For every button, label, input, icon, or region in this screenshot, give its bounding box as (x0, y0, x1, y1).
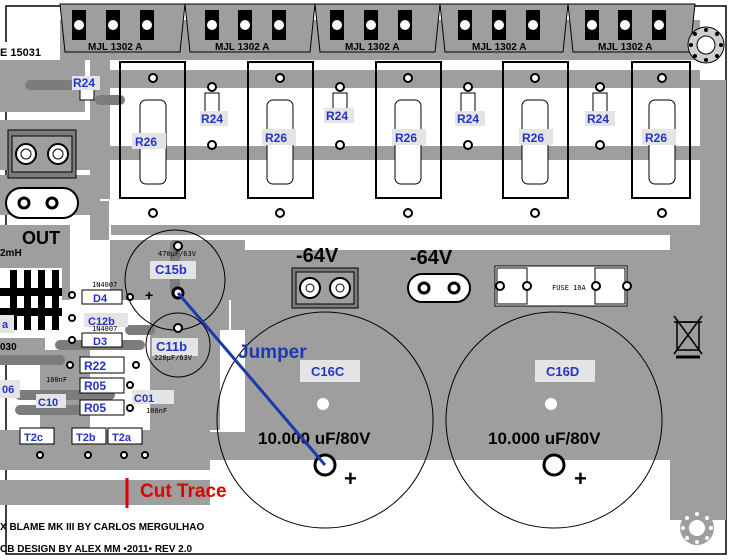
r26-resistors: R26 R26 R26 R26 R26 (119, 61, 691, 218)
r22-label: R22 (84, 359, 106, 373)
coil-label: 2mH (0, 248, 22, 259)
c16d-label: C16D (546, 364, 579, 379)
capacitor-c15b: 470µF/63V C15b + (124, 229, 226, 331)
d4-label: D4 (93, 293, 108, 305)
trace-gaps (100, 199, 231, 420)
fuse-holder: FUSE 10A (494, 265, 632, 307)
r24-1: R24 (72, 76, 100, 101)
c16c-value: 10.000 uF/80V (258, 429, 371, 448)
r05b-label: R05 (84, 401, 106, 415)
transistor-mjl1302-3: MJL 1302 A (314, 3, 441, 53)
d4-part: 1N4007 (92, 281, 117, 289)
top-left-label-bg (0, 42, 48, 60)
r24-label: R24 (457, 112, 479, 126)
edge-label-a: a (2, 319, 9, 331)
c16c-polarity: + (344, 466, 357, 491)
supply-label-1: -64V (296, 245, 339, 267)
r26-4: R26 (502, 61, 569, 218)
transistor-mjl1302-5: MJL 1302 A (567, 3, 696, 53)
r24-4: R24 (455, 82, 485, 150)
r24-2: R24 (200, 82, 228, 150)
cut-trace-label: Cut Trace (140, 481, 227, 502)
out-label: OUT (22, 228, 60, 248)
r26-label: R26 (135, 135, 157, 149)
pad-pair-left (5, 187, 79, 219)
terminal-block-64v: -64V (291, 245, 359, 309)
credit-line-1: X BLAME MK III BY CARLOS MERGULHAO (0, 522, 204, 533)
transistor-label: MJL 1302 A (598, 42, 652, 53)
jumper-annotation: Jumper (176, 292, 327, 466)
c12b-label: C12b (88, 316, 115, 328)
jumper-wire (176, 292, 327, 466)
r26-1: R26 (119, 61, 186, 218)
r26-label: R26 (645, 131, 667, 145)
top-left-part-label: E 15031 (0, 47, 41, 59)
cut-trace-annotation: Cut Trace (125, 478, 227, 508)
c10-spec: 100nF (46, 376, 67, 384)
capacitor-c16d: C16D 10.000 uF/80V + (445, 311, 663, 529)
c11b-label: C11b (156, 339, 187, 354)
recycle-bin-icon (673, 315, 703, 359)
r24-label: R24 (326, 109, 348, 123)
c15b-spec: 470µF/63V (158, 250, 197, 258)
pad-pair-64v: -64V (407, 247, 471, 303)
transistor-label: MJL 1302 A (345, 42, 399, 53)
c10-label: C10 (38, 397, 58, 409)
c16d-polarity: + (574, 466, 587, 491)
d3-label: D3 (93, 336, 107, 348)
r24-label: R24 (73, 76, 95, 90)
transistor-mjl1302-2: MJL 1302 A (184, 3, 316, 53)
r26-label: R26 (265, 131, 287, 145)
r24-3: R24 (324, 82, 354, 150)
r26-2: R26 (247, 61, 314, 218)
r26-label: R26 (522, 131, 544, 145)
capacitor-c11b: C11b 220µF/63V (145, 312, 211, 378)
transistor-mjl1302-4: MJL 1302 A (439, 3, 569, 53)
r24-label: R24 (587, 112, 609, 126)
supply-label-2: -64V (410, 247, 453, 269)
r26-5: R26 (631, 61, 691, 218)
c16d-value: 10.000 uF/80V (488, 429, 601, 448)
transistor-mjl1302-1: MJL 1302 A (59, 3, 186, 53)
c16c-label: C16C (311, 364, 345, 379)
t2a-label: T2a (112, 432, 132, 444)
r26-3: R26 (375, 61, 442, 218)
r05a-label: R05 (84, 379, 106, 393)
c15b-label: C15b (155, 262, 187, 277)
r24-resistors: R24 R24 R24 R24 R24 (72, 76, 615, 150)
d3-part: 1N4007 (92, 325, 117, 333)
transistor-label: MJL 1302 A (472, 42, 526, 53)
c11b-spec: 220µF/63V (154, 354, 193, 362)
jumper-label: Jumper (238, 342, 307, 363)
credit-line-2: CB DESIGN BY ALEX MM •2011• REV 2.0 (0, 544, 192, 555)
mounting-hole-top-right (687, 26, 725, 64)
mounting-hole-bottom-right (680, 511, 714, 545)
c01-spec: 100nF (146, 407, 167, 415)
c15b-polarity: + (145, 287, 153, 303)
edge-label-06: 06 (2, 384, 14, 396)
transistor-label: MJL 1302 A (88, 42, 142, 53)
edge-label-030: 030 (0, 342, 17, 353)
r24-5: R24 (585, 82, 615, 150)
r24-label: R24 (201, 112, 223, 126)
t2b-label: T2b (76, 432, 96, 444)
t2c-label: T2c (24, 432, 43, 444)
left-component-area: a 030 06 1N4007 D4 C12b 1N4007 D3 R22 R0… (0, 281, 174, 459)
transistor-label: MJL 1302 A (215, 42, 269, 53)
terminal-block-left (7, 129, 77, 179)
c01-label: C01 (134, 393, 154, 405)
fuse-label: FUSE 10A (552, 284, 587, 292)
r26-label: R26 (395, 131, 417, 145)
transistor-row: MJL 1302 A MJL 1302 A MJL 1302 A MJL 130… (59, 3, 696, 53)
